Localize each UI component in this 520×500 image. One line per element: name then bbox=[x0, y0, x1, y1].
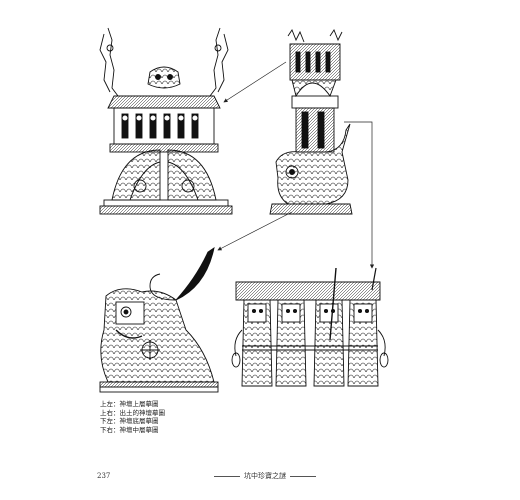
altar-upper-tier-drawing bbox=[99, 27, 233, 215]
title-rule-right bbox=[290, 475, 316, 477]
caption-upper-left: 上左：神壇上層摹圖 bbox=[100, 400, 159, 408]
figure-captions: 上左：神壇上層摹圖 上右：出土的神壇摹圖 下左：神壇底層摹圖 下右：神壇中層摹圖 bbox=[100, 400, 165, 434]
altar-bottom-tier-drawing bbox=[99, 247, 219, 393]
running-title-text: 坑中珍寶之謎 bbox=[244, 472, 286, 480]
caption-upper-right: 上右：出土的神壇摹圖 bbox=[100, 408, 165, 417]
page-number: 237 bbox=[97, 472, 111, 480]
reference-arrows bbox=[217, 61, 375, 269]
caption-lower-left: 下左：神壇底層摹圖 bbox=[100, 417, 159, 425]
title-rule-left bbox=[214, 475, 240, 477]
altar-full-drawing bbox=[269, 29, 353, 215]
caption-lower-right: 下右：神壇中層摹圖 bbox=[100, 425, 159, 434]
running-title: 坑中珍寶之謎 bbox=[200, 471, 330, 481]
altar-middle-tier-drawing bbox=[231, 267, 389, 387]
